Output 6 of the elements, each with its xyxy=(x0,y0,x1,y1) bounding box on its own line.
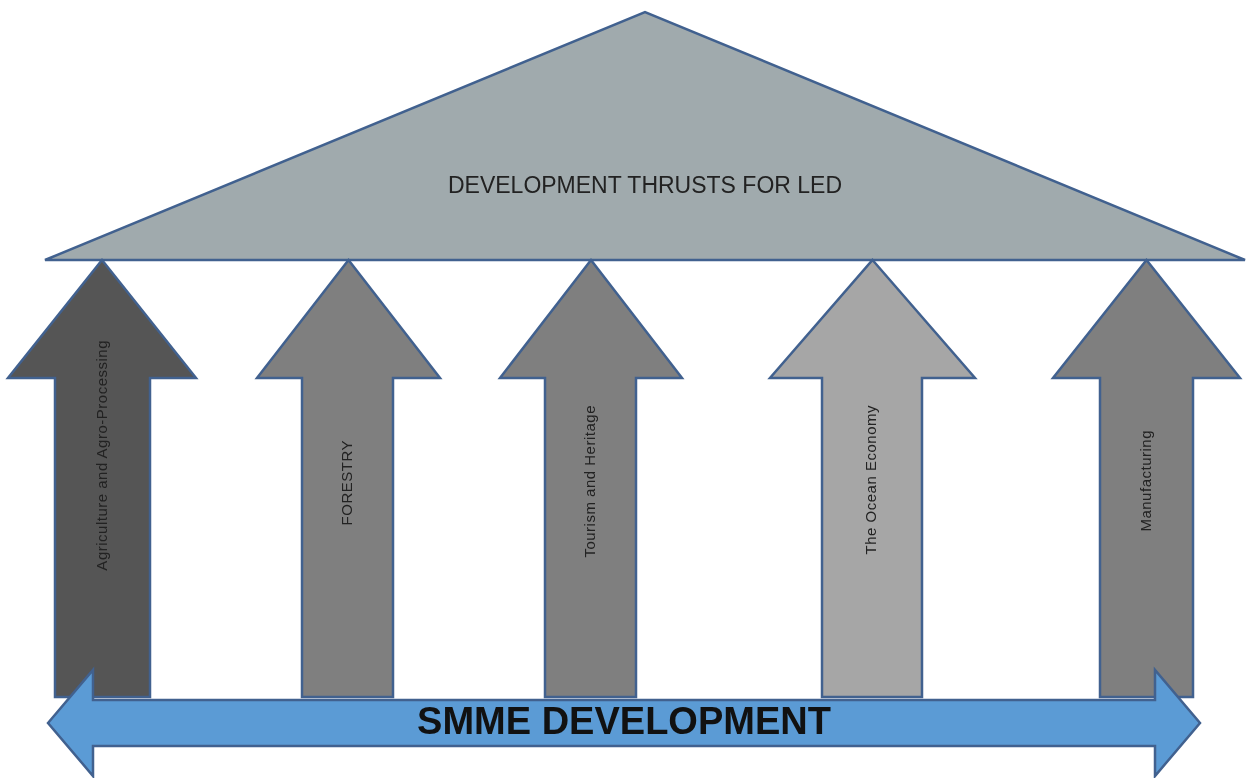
arrow-label: Manufacturing xyxy=(1136,430,1154,532)
arrow-label: Tourism and Heritage xyxy=(580,405,598,558)
arrow-label: SMME DEVELOPMENT xyxy=(416,700,832,743)
roof-title: DEVELOPMENT THRUSTS FOR LED xyxy=(446,172,844,199)
arrow-label: The Ocean Economy xyxy=(862,405,879,555)
arrow-label: FORESTRY xyxy=(337,440,355,526)
